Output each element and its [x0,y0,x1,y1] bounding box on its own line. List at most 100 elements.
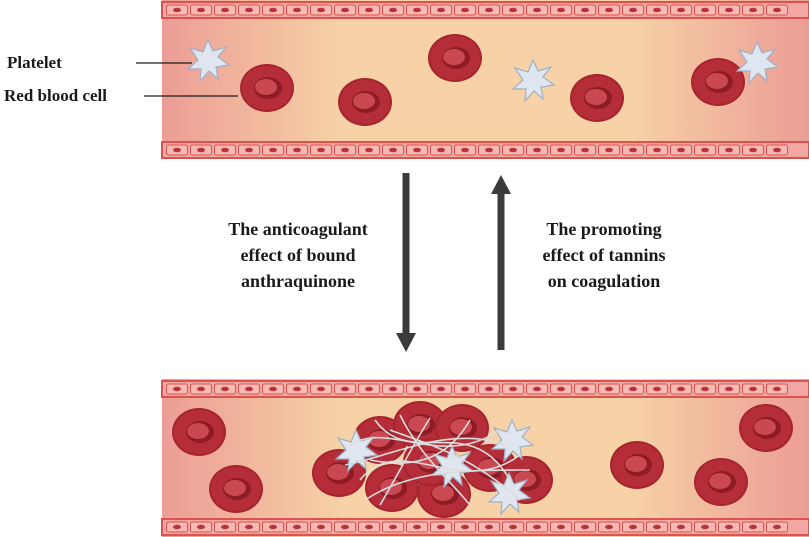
red-blood-cell-icon [240,64,294,112]
endothelial-nucleus [605,386,613,392]
red-blood-cell-icon [691,58,745,106]
vessel-wall-upper [161,380,809,398]
endothelial-nucleus [173,147,181,153]
endothelial-nucleus [629,147,637,153]
endothelial-nucleus [269,147,277,153]
endothelial-nucleus [749,524,757,530]
endothelial-nucleus [485,147,493,153]
vessel-wall-upper [161,1,809,19]
endothelial-nucleus [701,147,709,153]
red-blood-cell-label: Red blood cell [4,86,107,105]
endothelial-nucleus [677,7,685,13]
endothelial-nucleus [341,524,349,530]
endothelial-nucleus [461,386,469,392]
endothelial-nucleus [509,524,517,530]
endothelial-nucleus [173,386,181,392]
endothelial-nucleus [221,147,229,153]
platelet-label: Platelet [7,53,62,72]
blood-clot [312,401,553,518]
endothelial-nucleus [461,524,469,530]
endothelial-nucleus [701,386,709,392]
endothelial-nucleus [461,7,469,13]
endothelial-nucleus [269,386,277,392]
endothelial-nucleus [293,147,301,153]
endothelial-nucleus [581,7,589,13]
endothelial-nucleus [341,386,349,392]
red-blood-cell-icon [694,458,748,506]
endothelial-nucleus [605,7,613,13]
endothelial-nucleus [341,7,349,13]
endothelial-nucleus [245,147,253,153]
endothelial-nucleus [533,7,541,13]
endothelial-nucleus [269,7,277,13]
endothelial-nucleus [461,147,469,153]
endothelial-nucleus [701,7,709,13]
endothelial-nucleus [749,7,757,13]
endothelial-nucleus [221,7,229,13]
endothelial-nucleus [629,7,637,13]
endothelial-nucleus [293,7,301,13]
endothelial-nucleus [605,147,613,153]
endothelial-nucleus [413,147,421,153]
endothelial-nucleus [557,386,565,392]
arrow-up-caption: The promoting effect of tannins on coagu… [543,219,666,291]
endothelial-nucleus [197,7,205,13]
arrow-down-caption-line: effect of bound [241,245,356,265]
endothelial-nucleus [509,7,517,13]
endothelial-nucleus [173,524,181,530]
endothelial-nucleus [365,7,373,13]
endothelial-nucleus [533,147,541,153]
endothelial-nucleus [509,386,517,392]
endothelial-nucleus [365,386,373,392]
endothelial-nucleus [653,386,661,392]
endothelial-nucleus [533,524,541,530]
arrow-down [396,173,416,352]
endothelial-nucleus [581,147,589,153]
endothelial-nucleus [245,524,253,530]
endothelial-nucleus [317,524,325,530]
red-blood-cell-icon [739,404,793,452]
endothelial-nucleus [677,147,685,153]
endothelial-nucleus [725,147,733,153]
endothelial-nucleus [557,7,565,13]
endothelial-nucleus [245,7,253,13]
endothelial-nucleus [413,7,421,13]
vessel-top [161,0,809,159]
endothelial-nucleus [749,386,757,392]
arrow-down-caption: The anticoagulant effect of bound anthra… [228,219,368,291]
red-blood-cell-icon [570,74,624,122]
vessel-bottom [161,379,809,537]
endothelial-nucleus [485,524,493,530]
endothelial-nucleus [485,386,493,392]
arrow-up-head-icon [491,175,511,194]
endothelial-nucleus [365,147,373,153]
endothelial-nucleus [365,524,373,530]
endothelial-nucleus [317,7,325,13]
arrow-down-head-icon [396,333,416,352]
endothelial-nucleus [677,386,685,392]
label-platelet: Platelet [7,53,192,72]
endothelial-nucleus [701,524,709,530]
vessel-wall-lower [161,141,809,159]
arrow-up-caption-line: effect of tannins [543,245,666,265]
label-red-blood-cell: Red blood cell [4,86,238,105]
red-blood-cell-icon [428,34,482,82]
endothelial-nucleus [773,147,781,153]
endothelial-nucleus [437,147,445,153]
endothelial-nucleus [677,524,685,530]
endothelial-nucleus [725,7,733,13]
endothelial-nucleus [197,524,205,530]
endothelial-nucleus [557,147,565,153]
endothelial-nucleus [293,386,301,392]
endothelial-nucleus [293,524,301,530]
arrow-up-caption-line: on coagulation [548,271,661,291]
fibrin-strand-icon [344,414,531,506]
endothelial-nucleus [749,147,757,153]
vessel-wall-lower [161,518,809,536]
endothelial-nucleus [629,524,637,530]
endothelial-nucleus [413,386,421,392]
endothelial-nucleus [269,524,277,530]
endothelial-nucleus [581,386,589,392]
red-blood-cell-icon [338,78,392,126]
